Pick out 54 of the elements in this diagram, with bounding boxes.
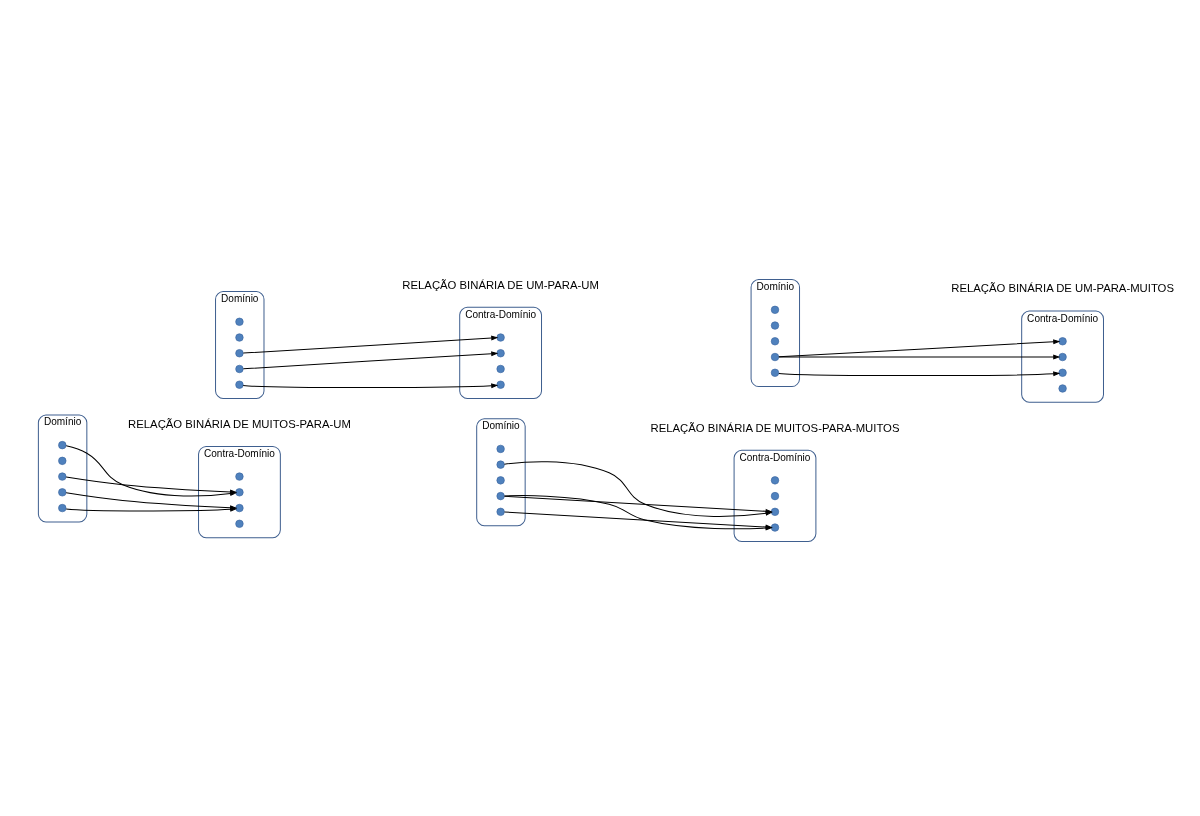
node-circle — [58, 456, 67, 465]
cluster: Domínio — [750, 279, 801, 388]
node-circle — [770, 523, 780, 532]
cluster: Contra-Domínio — [733, 449, 817, 542]
arrow — [242, 351, 499, 370]
node-circle — [496, 444, 505, 453]
node-circle — [235, 349, 244, 358]
label: RELAÇÃO BINÁRIA DE UM-PARA-MUITOS — [951, 282, 1174, 295]
cluster: Domínio — [215, 291, 265, 400]
label: RELAÇÃO BINÁRIA DE MUITOS-PARA-MUITOS — [650, 421, 900, 434]
cluster: Contra-Domínio — [1021, 310, 1104, 403]
node-circle — [496, 476, 505, 485]
node-circle — [235, 333, 244, 342]
node-circle — [235, 488, 244, 497]
node-circle — [58, 472, 67, 481]
node-circle — [496, 364, 505, 374]
node-circle — [58, 488, 67, 497]
node-circle — [770, 352, 780, 362]
node-circle — [235, 364, 244, 374]
node-circle — [235, 472, 244, 481]
node-circle — [235, 519, 244, 528]
arrow — [778, 371, 1061, 377]
node-circle — [770, 492, 780, 501]
node-circle — [770, 368, 780, 377]
node-circle — [496, 460, 505, 469]
node-circle — [496, 349, 505, 358]
node-circle — [58, 441, 67, 450]
arrow — [242, 383, 499, 389]
cluster: Contra-Domínio — [459, 306, 543, 400]
node-circle — [770, 476, 780, 485]
node-circle — [1058, 352, 1067, 362]
cluster: Contra-Domínio — [198, 445, 281, 539]
node-circle — [1058, 337, 1067, 346]
node-circle — [496, 492, 505, 501]
node-circle — [770, 507, 780, 516]
cluster: Domínio — [476, 418, 526, 527]
arrow — [778, 354, 1061, 360]
node-circle — [496, 507, 505, 516]
node-circle — [1058, 368, 1067, 377]
node-circle — [770, 305, 780, 314]
node-circle — [1058, 384, 1067, 393]
label: RELAÇÃO BINÁRIA DE UM-PARA-UM — [402, 278, 599, 291]
cluster: Domínio — [37, 414, 88, 523]
arrow — [242, 335, 499, 354]
node-circle — [770, 337, 780, 346]
node-circle — [235, 317, 244, 326]
node-circle — [235, 380, 244, 389]
label: RELAÇÃO BINÁRIA DE MUITOS-PARA-UM — [128, 417, 351, 430]
node-circle — [496, 380, 505, 389]
arrow — [778, 339, 1061, 358]
node-circle — [58, 503, 67, 513]
node-circle — [770, 321, 780, 330]
node-circle — [496, 333, 505, 342]
node-circle — [235, 503, 244, 513]
